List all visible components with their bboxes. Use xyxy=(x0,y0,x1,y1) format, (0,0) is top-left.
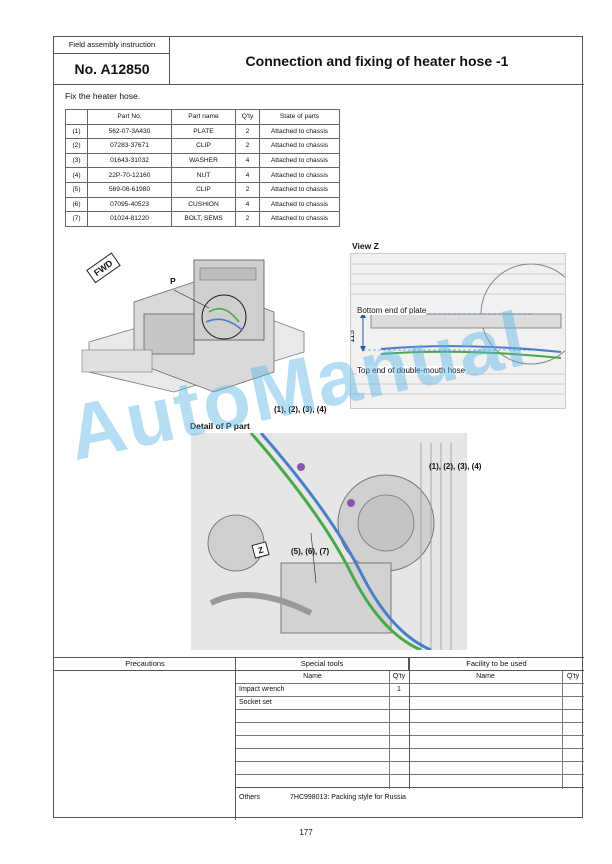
facility-header: Facility to be used xyxy=(409,658,584,671)
cell-partname: BOLT, SEMS xyxy=(171,211,236,227)
page-title: Connection and fixing of heater hose -1 xyxy=(245,53,509,69)
table-row xyxy=(236,723,584,736)
view-z-illustration xyxy=(351,254,565,408)
cell-state: Attached to chassis xyxy=(259,196,340,213)
col-index-header xyxy=(65,109,88,125)
cell-partno: 07283-37671 xyxy=(87,138,172,154)
table-row xyxy=(236,710,584,723)
table-row xyxy=(236,762,584,775)
table-row xyxy=(236,736,584,749)
divider xyxy=(409,658,410,789)
instruction-text: Fix the heater hose. xyxy=(65,91,141,101)
view-z-figure: Bottom end of plate Top end of double-mo… xyxy=(350,253,566,409)
cell-qty: 2 xyxy=(235,181,260,198)
table-row xyxy=(236,749,584,762)
facility-name-header: Name xyxy=(476,673,495,680)
cell-state: Attached to chassis xyxy=(259,211,340,227)
cell-qty: 4 xyxy=(235,152,260,169)
facility-qty-header: Q'ty xyxy=(566,673,580,680)
parts-table-header: Part No. Part name Q'ty State of parts xyxy=(65,109,340,125)
cell-state: Attached to chassis xyxy=(259,138,340,154)
col-partname-header: Part name xyxy=(171,109,236,125)
cell-qty: 2 xyxy=(235,123,260,140)
cell-index: (6) xyxy=(65,196,88,213)
divider xyxy=(389,671,390,789)
tool-qty-header: Q'ty xyxy=(392,673,406,680)
callout-right: (1), (2), (3), (4) xyxy=(429,462,482,471)
detail-p-figure: Z xyxy=(191,433,467,650)
precautions-header: Precautions xyxy=(54,658,236,671)
detail-p-title: Detail of P part xyxy=(190,421,250,431)
special-tools-header: Special tools xyxy=(236,658,409,671)
others-label: Others xyxy=(239,794,261,801)
chassis-overview-illustration xyxy=(81,259,305,393)
cell-qty: 2 xyxy=(235,211,260,227)
cell-index: (2) xyxy=(65,138,88,154)
cell-partno: 07095-40523 xyxy=(87,196,172,213)
cell-qty: 4 xyxy=(235,196,260,213)
sheet-header: Field assembly instruction No. A12850 Co… xyxy=(54,37,584,85)
cell-state: Attached to chassis xyxy=(259,152,340,169)
cell-partname: NUT xyxy=(171,167,236,183)
col-state-header: State of parts xyxy=(259,109,340,125)
header-label: Field assembly instruction xyxy=(54,37,170,54)
cell-index: (5) xyxy=(65,181,88,198)
cell-qty: 2 xyxy=(235,138,260,154)
cell-partname: CLIP xyxy=(171,138,236,154)
callout-bottom: (5), (6), (7) xyxy=(291,547,330,556)
table-row: Socket set xyxy=(236,697,584,710)
parts-table: Part No. Part name Q'ty State of parts (… xyxy=(65,109,340,227)
tool-name-header: Name xyxy=(303,673,322,680)
detail-p-illustration xyxy=(191,433,467,650)
header-id-block: Field assembly instruction No. A12850 xyxy=(54,37,170,85)
cell-state: Attached to chassis xyxy=(259,181,340,198)
cell-state: Attached to chassis xyxy=(259,123,340,140)
tool-name: Impact wrench xyxy=(239,686,285,693)
bottom-section: Precautions Special tools Facility to be… xyxy=(54,657,584,820)
col-qty-header: Q'ty xyxy=(235,109,260,125)
view-z-title: View Z xyxy=(352,241,379,251)
cell-partno: 01643-31032 xyxy=(87,152,172,169)
cell-partno: 01024-81220 xyxy=(87,211,172,227)
cell-partname: PLATE xyxy=(171,123,236,140)
table-row: Impact wrench 1 xyxy=(236,684,584,697)
instruction-sheet: Field assembly instruction No. A12850 Co… xyxy=(53,36,584,820)
cell-partno: 569-06-61980 xyxy=(87,181,172,198)
cell-partname: CUSHION xyxy=(171,196,236,213)
table-row xyxy=(236,775,584,788)
cell-qty: 4 xyxy=(235,167,260,183)
others-value: 7HC998013: Packing style for Russia xyxy=(290,794,406,801)
precautions-column: Precautions xyxy=(54,658,236,820)
callout-top: (1), (2), (3), (4) xyxy=(274,405,327,414)
cell-index: (4) xyxy=(65,167,88,183)
top-hose-label: Top end of double-mouth hose xyxy=(357,366,466,375)
page-number: 177 xyxy=(299,828,313,837)
others-row: Others 7HC998013: Packing style for Russ… xyxy=(236,790,584,820)
divider xyxy=(562,671,563,789)
cell-index: (7) xyxy=(65,211,88,227)
cell-index: (3) xyxy=(65,152,88,169)
cell-partname: CLIP xyxy=(171,181,236,198)
overview-figure: FWD P xyxy=(74,242,306,394)
p-marker: P xyxy=(170,276,176,286)
tools-column-headers: Name Q'ty Name Q'ty xyxy=(236,671,584,684)
tools-and-facility: Special tools Facility to be used Name Q… xyxy=(236,658,584,820)
cell-partno: 562-07-3A430 xyxy=(87,123,172,140)
tool-qty: 1 xyxy=(397,686,401,693)
bottom-plate-label: Bottom end of plate xyxy=(357,306,427,315)
instruction-number: No. A12850 xyxy=(74,61,150,77)
col-partno-header: Part No. xyxy=(87,109,172,125)
cell-partname: WASHER xyxy=(171,152,236,169)
cell-state: Attached to chassis xyxy=(259,167,340,183)
tool-name: Socket set xyxy=(239,699,272,706)
cell-index: (1) xyxy=(65,123,88,140)
cell-partno: 22P-70-12160 xyxy=(87,167,172,183)
